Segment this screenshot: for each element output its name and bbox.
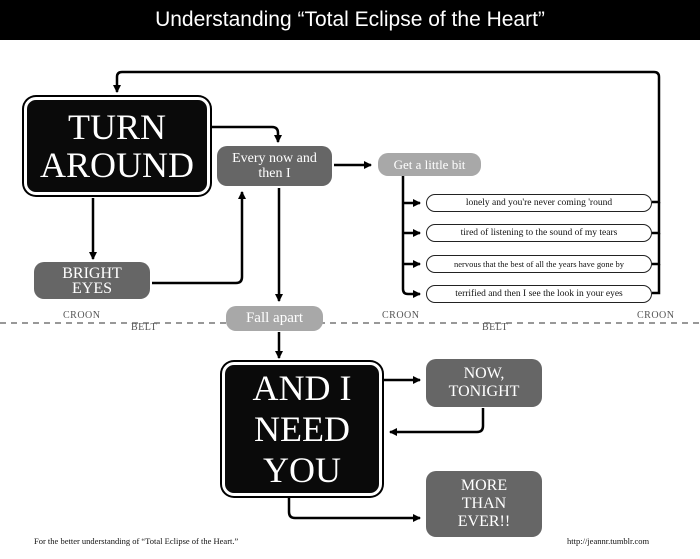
and-i-need-you-node: AND I NEED YOU bbox=[222, 362, 382, 496]
footer-caption: For the better understanding of “Total E… bbox=[34, 536, 239, 546]
more-than-ever-node: MORE THAN EVER!! bbox=[426, 471, 542, 537]
lyric-box-terrified: terrified and then I see the look in you… bbox=[426, 285, 652, 303]
tonight-to-needyou-arrow bbox=[389, 408, 485, 436]
needyou-to-morethanever-arrow bbox=[287, 497, 421, 522]
turn-around-node: TURN AROUND bbox=[24, 97, 210, 195]
turn-to-everynow-arrow bbox=[212, 125, 282, 143]
fall-apart-node: Fall apart bbox=[226, 306, 323, 331]
bright-eyes-node: BRIGHT EYES bbox=[34, 262, 150, 299]
loop-tick-2 bbox=[652, 202, 661, 235]
lyric-box-lonely: lonely and you're never coming 'round bbox=[426, 194, 652, 212]
get-a-little-bit-node: Get a little bit bbox=[378, 153, 481, 176]
getlittle-to-lyrics-branch bbox=[401, 176, 409, 296]
belt-label-middle: BELT bbox=[482, 322, 509, 333]
lyric-box-tired: tired of listening to the sound of my te… bbox=[426, 224, 652, 242]
now-tonight-node: NOW, TONIGHT bbox=[426, 359, 542, 407]
page-title: Understanding “Total Eclipse of the Hear… bbox=[0, 0, 700, 40]
croon-label-middle: CROON bbox=[382, 310, 420, 321]
croon-label-left: CROON bbox=[63, 310, 101, 321]
loop-back-arrow bbox=[113, 70, 661, 204]
footer-url: http://jeannr.tumblr.com bbox=[567, 536, 650, 546]
lyric-box-nervous: nervous that the best of all the years h… bbox=[426, 255, 652, 273]
loop-tick-3 bbox=[652, 233, 661, 266]
loop-tick-4 bbox=[652, 264, 661, 295]
belt-label-left: BELT bbox=[131, 322, 158, 333]
croon-label-right: CROON bbox=[637, 310, 675, 321]
every-now-node: Every now and then I bbox=[217, 146, 332, 186]
bright-to-everynow-arrow bbox=[152, 191, 246, 285]
